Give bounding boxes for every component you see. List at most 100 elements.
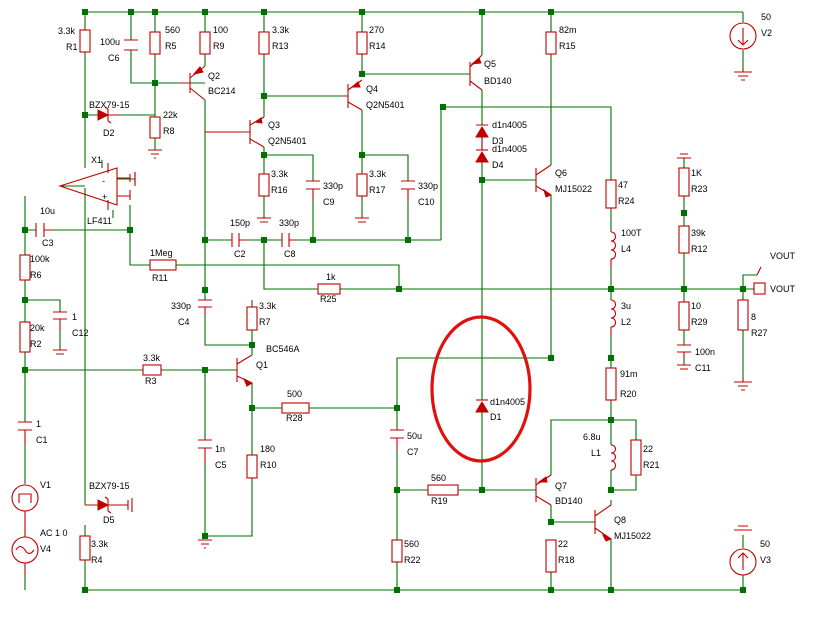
label-r13-value: 3.3k <box>272 25 290 35</box>
label-r20-ref: R20 <box>620 389 637 399</box>
label-l2-value: 3u <box>621 301 631 311</box>
label-d1-value: d1n4005 <box>490 397 525 407</box>
label-r15-value: 82m <box>559 25 577 35</box>
label-c3-ref: C3 <box>42 238 54 248</box>
capacitor-plates <box>18 39 691 465</box>
label-r1-value: 3.3k <box>58 26 76 36</box>
label-r18-value: 22 <box>558 539 568 549</box>
label-r25-ref: R25 <box>320 294 337 304</box>
vout-label-lower: VOUT <box>770 284 796 294</box>
svg-text:+: + <box>102 192 107 202</box>
label-r3-ref: R3 <box>145 376 157 386</box>
label-r12-ref: R12 <box>691 244 708 254</box>
label-r17-ref: R17 <box>369 185 386 195</box>
label-v2-ref: V2 <box>761 28 772 38</box>
opamp-symbol: - + <box>58 163 136 210</box>
label-d2-ref: D2 <box>103 128 115 138</box>
label-c2-value: 150p <box>230 218 250 228</box>
ground-symbols <box>53 68 766 549</box>
label-d4-ref: D4 <box>492 160 504 170</box>
label-q4-ref: Q4 <box>366 84 378 94</box>
label-d3-ref: D3 <box>492 136 504 146</box>
label-r3-value: 3.3k <box>143 353 161 363</box>
label-c7-ref: C7 <box>407 447 419 457</box>
wires <box>24 11 757 591</box>
label-r5-value: 560 <box>165 25 180 35</box>
label-c6-value: 100u <box>100 37 120 47</box>
label-l1-ref: L1 <box>591 448 601 458</box>
label-r8-value: 22k <box>163 110 178 120</box>
label-c7-value: 50u <box>407 431 422 441</box>
resistor-bodies <box>19 29 749 573</box>
label-l4-ref: L4 <box>621 244 631 254</box>
label-r27-value: 8 <box>751 312 756 322</box>
label-q5-ref: Q5 <box>484 59 496 69</box>
label-r23-value: 1K <box>691 168 702 178</box>
label-d1-ref: D1 <box>490 412 502 422</box>
label-r19-ref: R19 <box>431 496 448 506</box>
source-symbols <box>11 22 757 576</box>
label-r20-value: 91m <box>620 369 638 379</box>
label-d5-value: BZX79-15 <box>89 481 130 491</box>
label-c11-ref: C11 <box>695 363 711 373</box>
label-c1-ref: C1 <box>36 435 48 445</box>
label-r11-value: 1Meg <box>150 248 173 258</box>
label-d2-value: BZX79-15 <box>89 100 130 110</box>
label-q7-value: BD140 <box>555 496 583 506</box>
label-c2-ref: C2 <box>234 249 246 259</box>
label-q2-value: BC214 <box>208 86 236 96</box>
label-r14-value: 270 <box>369 25 384 35</box>
label-c10-value: 330p <box>418 181 438 191</box>
label-c3-value: 10u <box>40 206 55 216</box>
label-c8-ref: C8 <box>284 249 296 259</box>
label-v1-ref: V1 <box>40 480 51 490</box>
label-c12-value: 1 <box>72 312 77 322</box>
label-r4-ref: R4 <box>91 555 103 565</box>
label-r17-value: 3.3k <box>369 169 387 179</box>
label-r15-ref: R15 <box>559 41 576 51</box>
label-r2-value: 20k <box>30 323 45 333</box>
label-r22-value: 560 <box>404 539 419 549</box>
label-r24-ref: R24 <box>618 196 635 206</box>
label-r9-value: 100 <box>213 25 228 35</box>
label-r9-ref: R9 <box>213 41 225 51</box>
label-q8-ref: Q8 <box>614 515 626 525</box>
label-r21-value: 22 <box>643 444 653 454</box>
label-r24-value: 47 <box>618 180 628 190</box>
label-d5-ref: D5 <box>103 515 115 525</box>
label-l2-ref: L2 <box>621 317 631 327</box>
label-c4-ref: C4 <box>178 317 190 327</box>
label-r28-value: 500 <box>287 389 302 399</box>
label-q2-ref: Q2 <box>208 71 220 81</box>
label-r12-value: 39k <box>691 228 706 238</box>
label-q8-value: MJ15022 <box>614 531 651 541</box>
label-l1-value: 6.8u <box>583 432 601 442</box>
label-r6-ref: R6 <box>30 270 42 280</box>
label-r28-ref: R28 <box>286 413 303 423</box>
label-r2-ref: R2 <box>30 339 42 349</box>
label-q1-value: BC546A <box>266 344 300 354</box>
highlight-ellipse <box>430 315 532 463</box>
vout-label-upper: VOUT <box>770 251 796 261</box>
label-c5-value: 1n <box>215 444 225 454</box>
component-labels: 3.3k R1 100u C6 560 R5 100 R9 3.3k R13 2… <box>30 12 796 565</box>
label-r27-ref: R27 <box>751 328 768 338</box>
label-r6-value: 100k <box>30 254 50 264</box>
label-v2-value: 50 <box>761 12 771 22</box>
label-r4-value: 3.3k <box>91 539 109 549</box>
label-q6-value: MJ15022 <box>555 184 592 194</box>
label-v4-ref: V4 <box>40 544 51 554</box>
label-r7-value: 3.3k <box>259 301 277 311</box>
diode-symbols <box>85 106 489 514</box>
label-r11-ref: R11 <box>152 273 168 283</box>
inductor-coils <box>610 231 617 471</box>
label-v3-value: 50 <box>760 539 770 549</box>
transistor-symbols <box>180 54 613 542</box>
label-q3-ref: Q3 <box>268 120 280 130</box>
label-c9-value: 330p <box>323 181 343 191</box>
label-r16-ref: R16 <box>271 185 288 195</box>
label-q7-ref: Q7 <box>555 481 567 491</box>
label-r7-ref: R7 <box>259 317 271 327</box>
label-q6-ref: Q6 <box>555 168 567 178</box>
label-x1-ref: X1 <box>91 155 102 165</box>
